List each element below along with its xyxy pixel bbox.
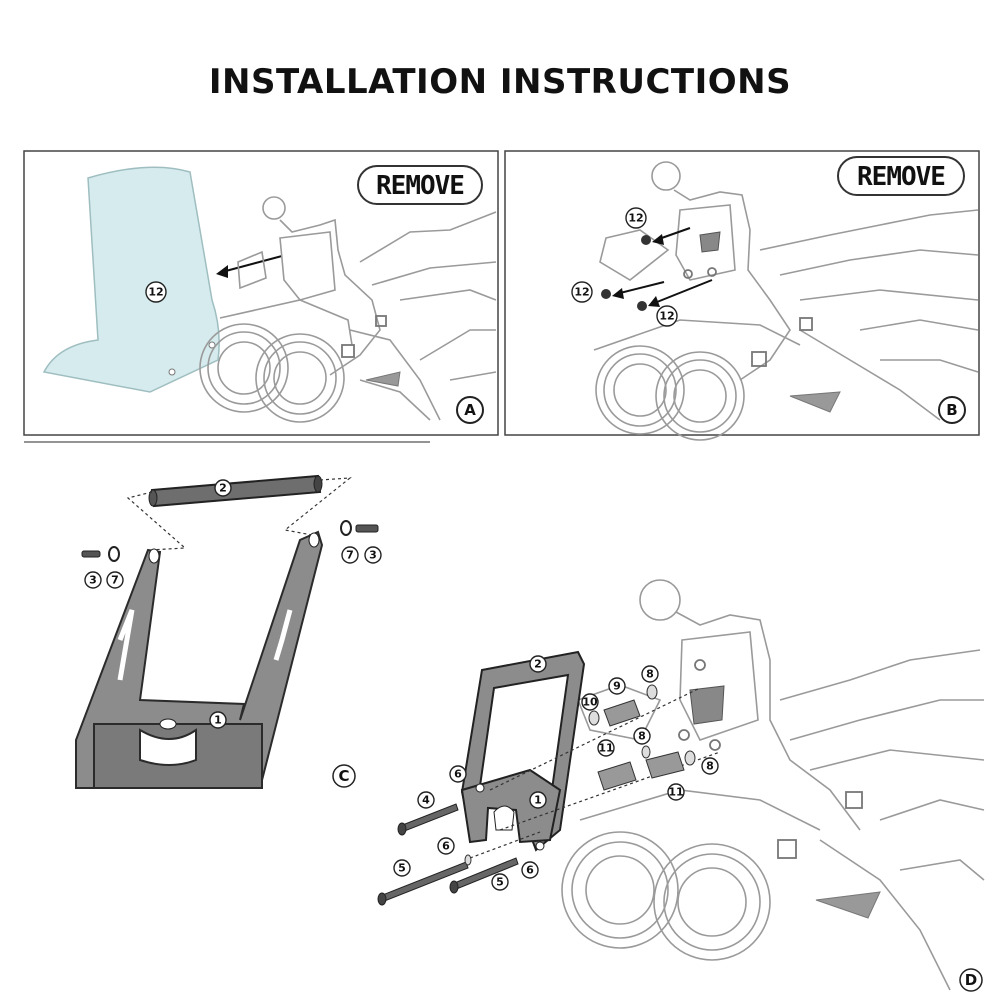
callout-6-d-mid: 6: [437, 837, 455, 855]
svg-text:3: 3: [369, 549, 377, 562]
svg-text:1: 1: [534, 794, 542, 807]
svg-text:3: 3: [89, 574, 97, 587]
callout-8-d-mid: 8: [633, 727, 651, 745]
svg-text:5: 5: [496, 876, 504, 889]
callout-2-c: 2: [214, 479, 232, 497]
svg-text:1: 1: [214, 714, 222, 727]
step-label-a: A: [464, 401, 476, 419]
arrow-icon: [221, 255, 283, 273]
callout-1-d: 1: [529, 791, 547, 809]
callout-6-d-top: 6: [449, 765, 467, 783]
remove-label-b: REMOVE: [857, 162, 945, 192]
callout-12-b3: 12: [656, 305, 678, 327]
callout-6-d-bottom: 6: [521, 861, 539, 879]
cross-bar: [150, 474, 322, 508]
callout-12-b1: 12: [625, 207, 647, 229]
step-label-c: C: [338, 767, 349, 785]
panel-d: 2 1 8 9 10 11 8 8 11 6 4 6 5 5 6 D: [377, 579, 985, 992]
svg-text:7: 7: [346, 549, 354, 562]
svg-text:11: 11: [598, 742, 613, 755]
svg-text:6: 6: [454, 768, 462, 781]
svg-text:12: 12: [659, 310, 674, 323]
svg-text:7: 7: [111, 574, 119, 587]
callout-8-d-top: 8: [641, 665, 659, 683]
svg-text:12: 12: [628, 212, 643, 225]
callout-11-d-bottom: 11: [667, 783, 685, 801]
svg-text:2: 2: [534, 658, 542, 671]
step-label-d: D: [965, 971, 977, 989]
svg-text:12: 12: [574, 286, 589, 299]
panel-b: REMOVE 12 12 12 B: [504, 150, 980, 441]
callout-10-d: 10: [581, 693, 599, 711]
callout-5-d-left: 5: [393, 859, 411, 877]
page-title: INSTALLATION INSTRUCTIONS: [208, 62, 792, 102]
svg-text:5: 5: [398, 862, 406, 875]
windscreen: [42, 166, 220, 393]
callout-8-d-right: 8: [701, 757, 719, 775]
callout-9-d: 9: [608, 677, 626, 695]
remove-label-a: REMOVE: [376, 171, 464, 201]
svg-text:9: 9: [613, 680, 621, 693]
callout-7-c-right: 7: [341, 546, 359, 564]
svg-text:11: 11: [668, 786, 683, 799]
svg-text:6: 6: [442, 840, 450, 853]
callout-1-c: 1: [209, 711, 227, 729]
svg-text:10: 10: [582, 696, 598, 709]
svg-text:8: 8: [706, 760, 714, 773]
step-label-b: B: [946, 401, 957, 419]
svg-text:2: 2: [219, 482, 227, 495]
svg-text:8: 8: [646, 668, 654, 681]
callout-12-a: 12: [145, 281, 167, 303]
panel-c: 2 1 3 7 7 3 C: [75, 474, 382, 789]
svg-text:6: 6: [526, 864, 534, 877]
svg-text:12: 12: [148, 286, 163, 299]
callout-3-c-left: 3: [84, 571, 102, 589]
callout-7-c-left: 7: [106, 571, 124, 589]
callout-5-d-right: 5: [491, 873, 509, 891]
callout-3-c-right: 3: [364, 546, 382, 564]
callout-12-b2: 12: [571, 281, 593, 303]
callout-2-d: 2: [529, 655, 547, 673]
callout-11-d-top: 11: [597, 739, 615, 757]
callout-4-d: 4: [417, 791, 435, 809]
svg-text:4: 4: [422, 794, 430, 807]
panel-a: REMOVE 12 A: [23, 150, 499, 436]
svg-text:8: 8: [638, 730, 646, 743]
